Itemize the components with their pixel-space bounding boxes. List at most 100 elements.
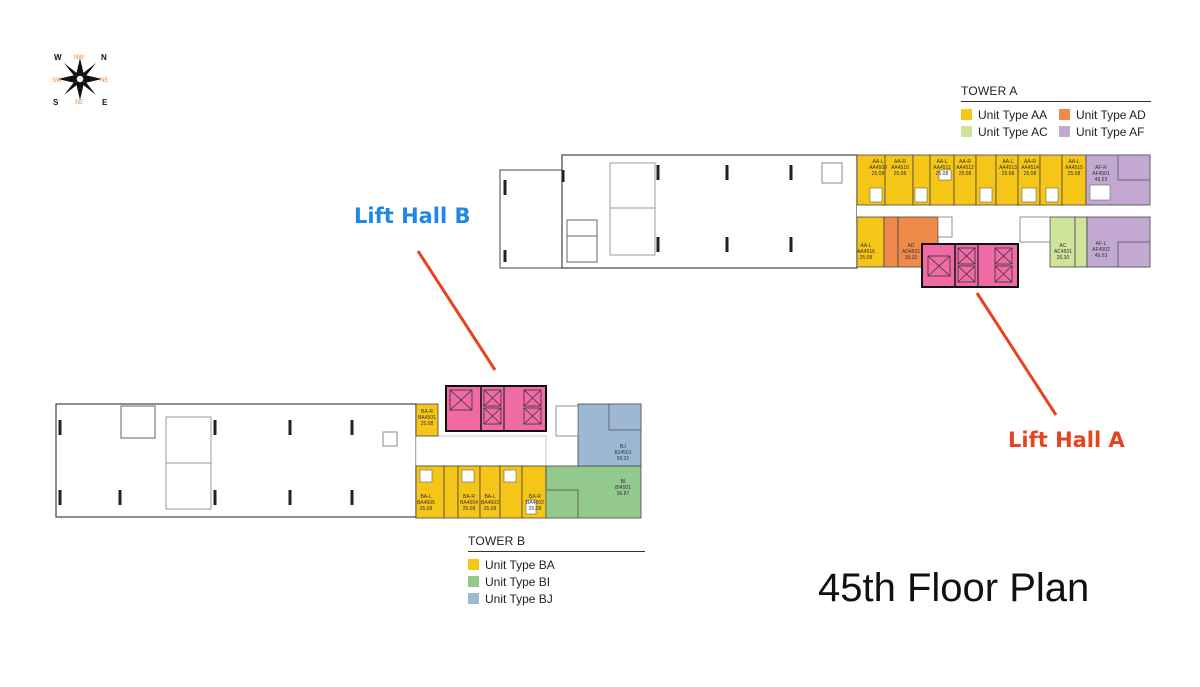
compass-se-label: SE <box>75 100 83 106</box>
unit-label-code: AA4512 <box>956 165 974 171</box>
unit-label-type: BA-R <box>421 409 433 415</box>
unit-label-area: 49.53 <box>1095 253 1108 259</box>
legend-label: Unit Type AC <box>978 124 1048 139</box>
unit-label-area: 25.08 <box>894 171 907 177</box>
unit-label-area: 25.08 <box>936 171 949 177</box>
unit-label-area: 25.08 <box>529 506 542 512</box>
legend-label: Unit Type BJ <box>485 591 553 606</box>
unit-label-area: 25.08 <box>959 171 972 177</box>
unit-label-code: AA4516 <box>857 249 875 255</box>
unit-label-type: BJ <box>620 444 626 450</box>
compass-nw-label: NW <box>74 55 84 61</box>
unit-label-area: 25.08 <box>1068 171 1081 177</box>
unit-label-area: 25.08 <box>420 506 433 512</box>
unit-label-area: 25.08 <box>484 506 497 512</box>
unit-label-type: AA-R <box>894 159 906 165</box>
legend-label: Unit Type AD <box>1076 107 1146 122</box>
unit-label-type: AA-L <box>1068 159 1079 165</box>
tower-b-title: TOWER B <box>468 534 645 552</box>
lift-hall-b-callout: Lift Hall B <box>354 204 471 228</box>
unit-label-type: BI <box>621 479 626 485</box>
unit-label-type: AA-L <box>872 159 883 165</box>
legend-item: Unit Type AC <box>961 123 1059 140</box>
legend-item: Unit Type AD <box>1059 106 1157 123</box>
unit-label-type: AA-L <box>860 243 871 249</box>
legend-swatch <box>468 559 479 570</box>
lift-hall-a-callout: Lift Hall A <box>1008 428 1125 452</box>
unit-label-code: AA4510 <box>891 165 909 171</box>
unit-label-code: BA4501 <box>418 415 436 421</box>
legend-item: Unit Type BA <box>468 556 645 573</box>
legend-item: Unit Type AF <box>1059 123 1157 140</box>
legend-swatch <box>1059 109 1070 120</box>
unit-label-type: BA-R <box>463 494 475 500</box>
unit-label-area: 25.08 <box>1002 171 1015 177</box>
unit-label-area: 30.32 <box>905 255 918 261</box>
unit-label-area: 25.08 <box>872 171 885 177</box>
unit-label-area: 59.31 <box>617 456 630 462</box>
unit-label-area: 26.30 <box>1057 255 1070 261</box>
unit-label-type: BA-L <box>420 494 431 500</box>
compass-s-label: S <box>53 98 59 107</box>
unit-label-code: AA4513 <box>999 165 1017 171</box>
lift-hall-b-leader-line <box>416 250 497 371</box>
unit-label-type: BA-R <box>529 494 541 500</box>
legend-item: Unit Type BI <box>468 573 645 590</box>
legend-swatch <box>961 109 972 120</box>
compass-sw-label: SW <box>52 78 62 84</box>
legend-swatch <box>1059 126 1070 137</box>
unit-label-code: BA4503 <box>481 500 499 506</box>
unit-label-code: BI4501 <box>615 485 631 491</box>
tower-a-title: TOWER A <box>961 84 1151 102</box>
unit-label-area: 25.08 <box>1024 171 1037 177</box>
unit-label-type: AA-R <box>959 159 971 165</box>
legend-label: Unit Type AF <box>1076 124 1145 139</box>
unit-label-code: BA4504 <box>460 500 478 506</box>
legend-swatch <box>468 576 479 587</box>
unit-label-type: AF-R <box>1095 165 1107 171</box>
unit-label-type: AA-L <box>1002 159 1013 165</box>
unit-label-type: AC <box>1060 243 1067 249</box>
legend-label: Unit Type BA <box>485 557 555 572</box>
compass-n-label: N <box>101 53 107 62</box>
page-title: 45th Floor Plan <box>818 566 1090 610</box>
lift-hall-a-leader-line <box>975 292 1058 416</box>
unit-label-area: 49.53 <box>1095 177 1108 183</box>
legend-swatch <box>961 126 972 137</box>
unit-label-area: 25.08 <box>463 506 476 512</box>
legend-label: Unit Type BI <box>485 574 551 589</box>
unit-label-code: AC4501 <box>1054 249 1072 255</box>
unit-label-area: 56.87 <box>617 491 630 497</box>
unit-label-area: 25.08 <box>860 255 873 261</box>
legend-label: Unit Type AA <box>978 107 1048 122</box>
compass-w-label: W <box>54 53 62 62</box>
unit-label-code: AA4514 <box>1021 165 1039 171</box>
unit-label-code: AF4501 <box>1092 171 1110 177</box>
unit-label-type: AD <box>908 243 915 249</box>
unit-label-type: BA-L <box>484 494 495 500</box>
unit-label-code: AA4515 <box>1065 165 1083 171</box>
unit-label-code: AA4511 <box>933 165 951 171</box>
compass-ne-label: NE <box>100 78 108 84</box>
legend-item: Unit Type AA <box>961 106 1059 123</box>
unit-label-code: AF4502 <box>1092 247 1110 253</box>
